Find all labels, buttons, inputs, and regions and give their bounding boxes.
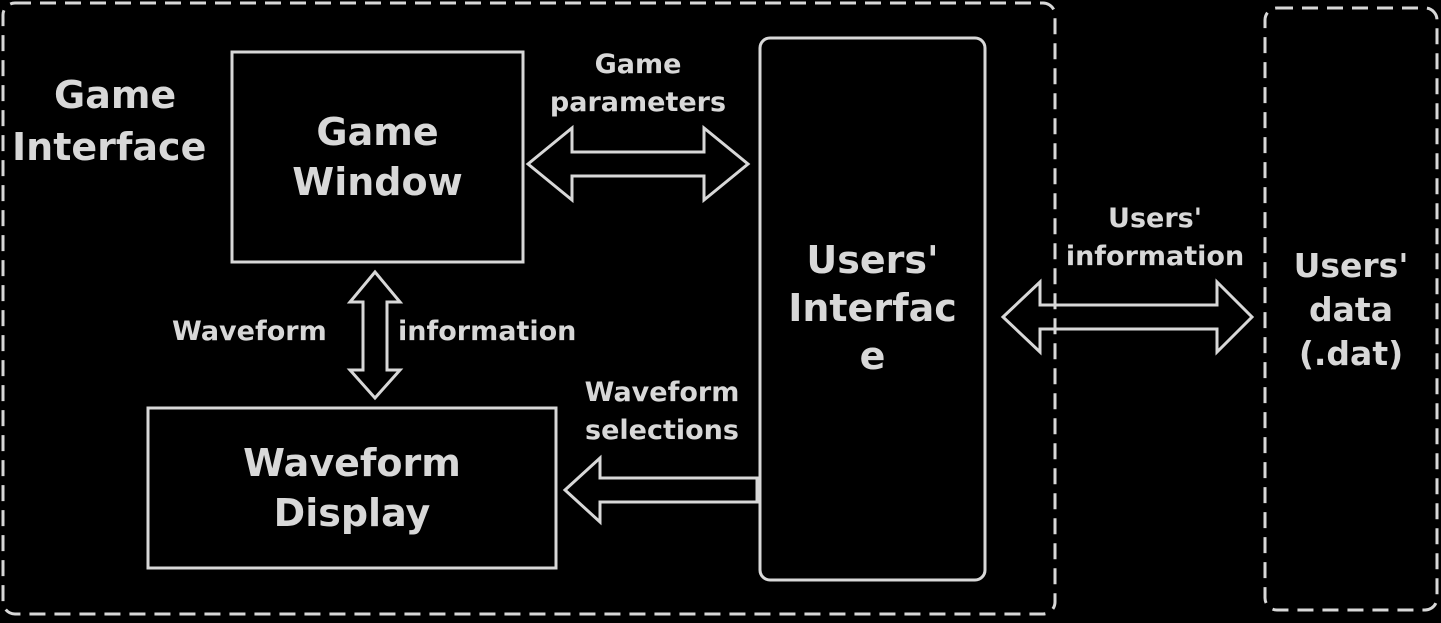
waveform-display-box: [146, 406, 558, 570]
users-information-double-arrow: [1000, 278, 1255, 356]
waveform-selections-label: Waveform selections: [584, 377, 740, 446]
users-data-container: [1263, 6, 1439, 612]
users-interface-label: Users' Interfac e: [788, 238, 957, 378]
game-window-box: [230, 50, 525, 264]
waveform-information-label-left: Waveform: [172, 316, 327, 347]
waveform-information-label-right: information: [398, 316, 577, 347]
game-interface-title-line2: Interface: [12, 125, 207, 169]
users-information-label: Users' information: [1065, 203, 1245, 272]
waveform-display-label: Waveform Display: [243, 441, 461, 535]
game-interface-container: [1, 1, 1057, 616]
waveform-information-double-arrow: [346, 269, 404, 401]
game-parameters-label: Game parameters: [549, 49, 727, 118]
users-interface-box: [758, 36, 987, 582]
game-interface-title: Game: [54, 73, 177, 117]
waveform-selections-arrow: [562, 454, 759, 526]
game-parameters-double-arrow: [525, 124, 751, 204]
game-window-label: Game Window: [292, 110, 463, 204]
users-data-label: Users' data (.dat): [1293, 246, 1409, 373]
